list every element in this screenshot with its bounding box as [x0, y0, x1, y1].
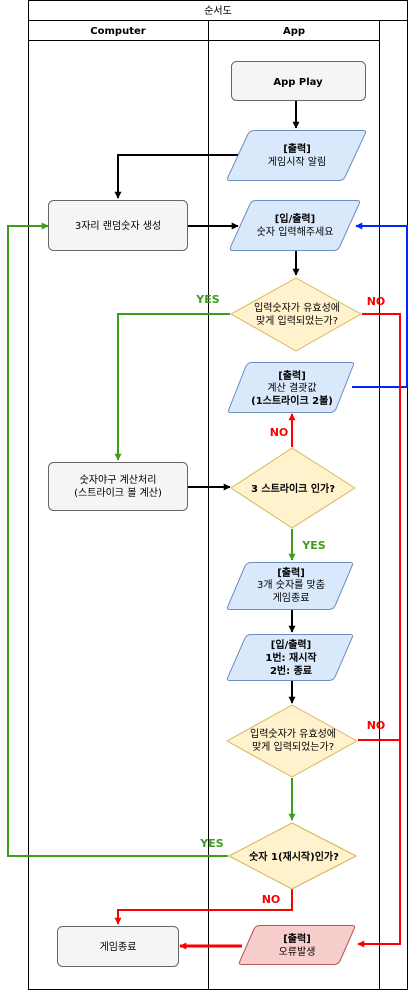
- node-input-restart[interactable]: [입/출력] 1번: 재시작 2번: 종료: [226, 634, 354, 681]
- edge-label-strike-no: NO: [270, 426, 289, 439]
- node-output-error[interactable]: [출력] 오류발생: [238, 925, 356, 965]
- node-text: 3자리 랜덤숫자 생성: [75, 220, 161, 232]
- node-text: 1번: 재시작: [265, 651, 317, 664]
- lane-label-computer: Computer: [90, 26, 145, 37]
- edge-label-valid2-no: NO: [367, 719, 386, 732]
- node-text: [출력]: [283, 932, 311, 945]
- node-text: 입력숫자가 유효성에: [254, 301, 340, 314]
- edge-restart-no: [114, 888, 293, 925]
- node-app-play[interactable]: App Play: [231, 61, 366, 101]
- node-text: [입/출력]: [275, 212, 315, 225]
- edge-labels: YES NO NO YES NO YES NO: [195, 293, 385, 906]
- node-text: (1스트라이크 2볼): [251, 394, 333, 407]
- node-text: 게임시작 알림: [268, 155, 326, 168]
- edge-label-restart-yes: YES: [199, 837, 223, 850]
- node-text: 숫자 입력해주세요: [257, 225, 334, 238]
- edges: [7, 101, 408, 950]
- node-text: 3개 숫자를 맞춤: [257, 579, 325, 591]
- node-output-game-over[interactable]: [출력] 3개 숫자를 맞춤 게임종료: [226, 562, 354, 610]
- node-output-game-start[interactable]: [출력] 게임시작 알림: [226, 130, 367, 181]
- node-input-number[interactable]: [입/출력] 숫자 입력해주세요: [229, 200, 361, 251]
- node-output-result[interactable]: [출력] 계산 결괏값 (1스트라이크 2볼): [227, 362, 355, 413]
- node-game-end[interactable]: 게임종료: [57, 926, 179, 967]
- lane-label-app: App: [283, 26, 305, 37]
- node-text: 2번: 종료: [270, 664, 312, 677]
- node-text: 숫자 1(재시작)인가?: [249, 850, 339, 863]
- node-decision-restart[interactable]: 숫자 1(재시작)인가?: [228, 822, 357, 890]
- edge-valid1-yes: [114, 313, 230, 461]
- node-text: [출력]: [283, 142, 311, 155]
- node-text: [출력]: [277, 566, 305, 579]
- edge-label-valid1-yes: YES: [195, 293, 219, 306]
- node-text: 숫자야구 계산처리: [80, 474, 157, 486]
- edge-label-valid1-no: NO: [367, 295, 386, 308]
- node-text: 입력숫자가 유효성에: [250, 727, 336, 740]
- pool-title: 순서도: [204, 5, 232, 17]
- edge-restart-yes: [7, 222, 228, 857]
- node-calculate[interactable]: 숫자야구 계산처리 (스트라이크 볼 계산): [48, 462, 188, 511]
- node-text: 계산 결괏값: [267, 382, 316, 394]
- nodes: App Play [출력] 게임시작 알림 3자리 랜덤숫자 생성 [입/출력]…: [48, 61, 367, 967]
- node-text: (스트라이크 볼 계산): [74, 487, 162, 499]
- node-text: App Play: [273, 77, 323, 88]
- node-text: [입/출력]: [271, 638, 311, 651]
- edge-result-to-input: [352, 222, 408, 388]
- edge-label-strike-yes: YES: [301, 539, 325, 552]
- node-generate-random-number[interactable]: 3자리 랜덤숫자 생성: [48, 200, 188, 251]
- node-decision-3-strike[interactable]: 3 스트라이크 인가?: [230, 447, 356, 529]
- node-text: 3 스트라이크 인가?: [251, 482, 335, 495]
- edge-label-restart-no: NO: [262, 893, 281, 906]
- node-text: [출력]: [278, 369, 306, 382]
- edge-start-to-random: [114, 154, 240, 199]
- node-text: 게임종료: [273, 591, 310, 604]
- node-decision-valid-input-2[interactable]: 입력숫자가 유효성에 맞게 입력되었는가?: [226, 704, 358, 778]
- node-text: 맞게 입력되었는가?: [252, 740, 334, 753]
- node-text: 오류발생: [279, 946, 316, 958]
- node-text: 게임종료: [100, 940, 137, 953]
- edge-valid1-no: [357, 313, 401, 948]
- node-text: 맞게 입력되었는가?: [256, 314, 338, 327]
- node-decision-valid-input-1[interactable]: 입력숫자가 유효성에 맞게 입력되었는가?: [230, 277, 362, 352]
